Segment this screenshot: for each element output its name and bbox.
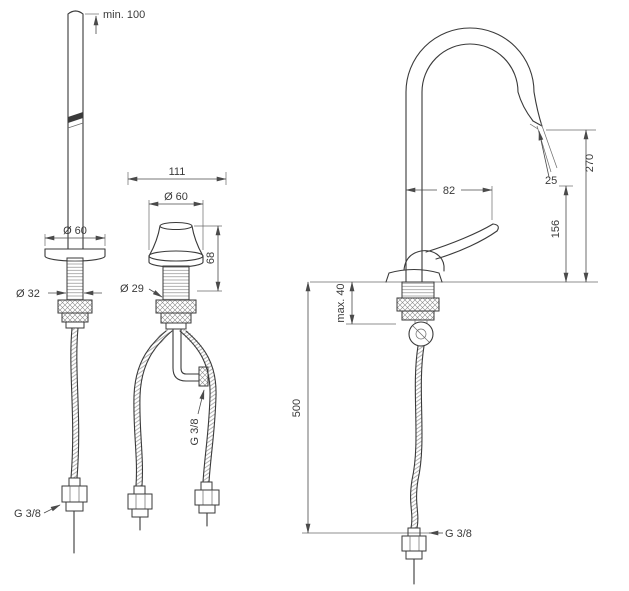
dim-overall-height: 270 — [546, 129, 596, 283]
middle-view: 111 Ø 60 68 Ø 29 — [120, 166, 227, 531]
dim-base-diameter: Ø 60 — [148, 191, 204, 250]
handle-lever — [403, 223, 499, 272]
label-outlet-thread: G 3/8 — [189, 389, 205, 446]
threaded-shank — [66, 257, 84, 301]
dim-label-82: 82 — [443, 185, 455, 197]
supply-hose — [70, 327, 80, 479]
left-view: min. 100 Ø 60 Ø 32 — [14, 9, 145, 554]
hose-connector — [61, 477, 88, 554]
water-stream — [536, 122, 558, 173]
outlet-slit — [68, 112, 83, 123]
hose-connector-left — [127, 485, 153, 531]
dim-label-270: 270 — [584, 154, 596, 172]
dim-hose-length: 500 — [291, 281, 440, 534]
hose-connector-side — [401, 527, 427, 585]
supply-hose-side — [410, 345, 425, 529]
mounting-nut-set-mid — [155, 299, 197, 330]
spout-outline — [405, 27, 543, 283]
supply-hose-left — [133, 328, 173, 487]
dim-label-111: 111 — [169, 166, 186, 178]
dim-label-g38-right: G 3/8 — [445, 528, 472, 540]
base-flange — [385, 268, 443, 283]
label-hose-thread-left: G 3/8 — [14, 504, 61, 520]
dim-label-d60-left: Ø 60 — [63, 225, 87, 237]
handle-body — [148, 221, 204, 268]
dim-label-156: 156 — [550, 220, 562, 238]
dim-escutcheon-diameter: Ø 60 — [44, 225, 106, 246]
dim-outlet-angle: 25 — [538, 130, 557, 187]
dim-overall-width: 111 — [127, 166, 227, 185]
dim-outlet-height: 156 — [550, 185, 573, 283]
dim-min-clearance: min. 100 — [85, 9, 145, 34]
hose-connector-right — [194, 481, 220, 527]
dim-shank-diameter: Ø 32 — [16, 288, 102, 300]
dim-label-68: 68 — [205, 252, 217, 264]
dim-label-min100: min. 100 — [103, 9, 145, 21]
dim-label-d29: Ø 29 — [120, 283, 144, 295]
spout-tube — [67, 10, 84, 250]
threaded-body — [162, 265, 190, 301]
dim-label-g38-left: G 3/8 — [14, 508, 41, 520]
dim-label-max40: max. 40 — [335, 283, 347, 322]
right-view: 25 82 270 156 max. 40 — [291, 27, 598, 585]
mounting-nut-set — [57, 299, 93, 329]
dim-label-500: 500 — [291, 399, 303, 417]
outlet-elbow — [172, 328, 209, 387]
dim-label-25: 25 — [545, 175, 557, 187]
dim-max-mounting: max. 40 — [335, 281, 396, 325]
supply-hose-right — [179, 328, 217, 483]
dim-body-height: 68 — [194, 225, 222, 292]
dim-label-d60-mid: Ø 60 — [164, 191, 188, 203]
dim-spout-reach: 82 — [405, 185, 493, 220]
label-hose-thread-right: G 3/8 — [428, 528, 472, 540]
under-counter-assembly — [396, 281, 440, 347]
dim-label-d32: Ø 32 — [16, 288, 40, 300]
dim-label-g38-mid: G 3/8 — [189, 419, 201, 446]
dim-hole-diameter: Ø 29 — [120, 283, 163, 298]
